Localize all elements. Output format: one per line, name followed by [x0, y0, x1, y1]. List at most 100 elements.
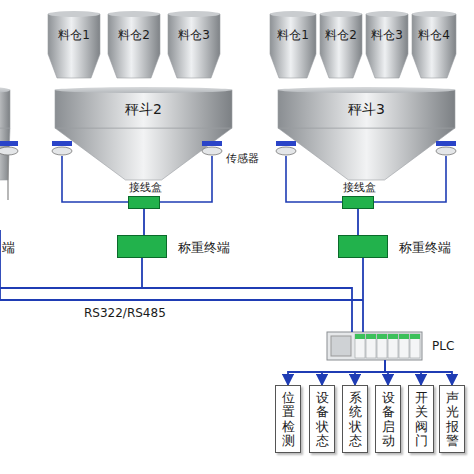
- node-label: 接线盒: [110, 181, 180, 194]
- node-label: 料仓1: [277, 27, 309, 44]
- silo-box: 料仓2: [320, 22, 362, 48]
- node-label: 秤斗3: [348, 101, 385, 119]
- signal-arrow: [385, 360, 452, 385]
- label-holder: 端: [2, 239, 15, 257]
- bus-label: RS322/RS485: [84, 306, 166, 320]
- silo-body: [270, 14, 316, 78]
- silo-top: [366, 11, 408, 17]
- hopper-box: 秤斗3: [278, 92, 455, 128]
- silo-box: 料仓3: [168, 22, 220, 48]
- node-label: 料仓3: [371, 27, 403, 44]
- plc-module: [388, 334, 398, 358]
- weighing-terminal: 称重终端: [338, 235, 388, 258]
- sensor-leg: [7, 156, 8, 200]
- node-label: 料仓2: [325, 27, 357, 44]
- signal-wire: [357, 209, 359, 235]
- silo-top: [108, 11, 160, 17]
- plc-module-led: [399, 334, 409, 339]
- output-box: 声光报警: [439, 385, 465, 453]
- silo-top: [270, 11, 316, 17]
- junction-box: 接线盒: [128, 196, 160, 209]
- bus-line: [0, 230, 1, 300]
- signal-wire: [142, 258, 352, 332]
- silo-body: [366, 14, 408, 78]
- plc-cpu: [331, 336, 351, 356]
- signal-arrow: [288, 360, 385, 385]
- plc-module: [410, 334, 420, 358]
- plc-module-led: [366, 334, 376, 339]
- plc-unit: PLC: [327, 332, 422, 360]
- signal-wire: [362, 258, 364, 332]
- silo-shapes: [48, 11, 456, 78]
- node-label: 料仓4: [418, 27, 450, 44]
- hopper-rim: [0, 87, 10, 93]
- hopper-cone: [278, 128, 455, 180]
- node-label: 秤斗2: [125, 101, 162, 119]
- sensor-wire: [374, 156, 446, 202]
- load-sensor-pad: [436, 141, 456, 146]
- silo-top: [412, 11, 456, 17]
- silo-box: 料仓3: [366, 22, 408, 48]
- load-sensor: [436, 147, 456, 155]
- silo-body: [320, 14, 362, 78]
- sensor-wire: [62, 156, 128, 202]
- output-box: 设备状态: [309, 385, 335, 453]
- plc-module-led: [410, 334, 420, 339]
- load-sensor: [202, 147, 222, 155]
- hopper-body: [0, 90, 10, 128]
- silo-body: [48, 14, 100, 78]
- plc-module: [366, 334, 376, 358]
- silo-box: 料仓1: [270, 22, 316, 48]
- hopper-cone: [55, 128, 232, 180]
- output-label: 声光报警: [446, 391, 459, 448]
- signal-arrow: [355, 360, 385, 385]
- output-label: 设备状态: [316, 391, 329, 448]
- hopper-box: 秤斗2: [55, 92, 232, 128]
- load-sensor: [0, 147, 18, 155]
- plc-module: [355, 334, 365, 358]
- silo-top: [320, 11, 362, 17]
- node-label: 料仓1: [58, 27, 90, 44]
- node-label: 接线盒: [324, 181, 394, 194]
- silo-body: [168, 14, 220, 78]
- load-sensor-pad: [202, 141, 222, 146]
- silo-box: 料仓4: [412, 22, 456, 48]
- plc-module: [399, 334, 409, 358]
- node-label: 料仓3: [178, 27, 210, 44]
- output-label: 设备启动: [382, 391, 395, 448]
- silo-body: [412, 14, 456, 78]
- sensor-wire: [286, 156, 342, 202]
- part-label: 端: [2, 239, 15, 257]
- load-sensor-pad: [276, 141, 296, 146]
- output-box: 系统状态: [342, 385, 368, 453]
- bus-line: [0, 287, 145, 289]
- silo-top: [168, 11, 220, 17]
- sensor-wiring: [0, 141, 456, 202]
- silo-box: 料仓1: [48, 22, 100, 48]
- silo-body: [108, 14, 160, 78]
- plc-module: [377, 334, 387, 358]
- hopper-body: [55, 90, 232, 128]
- output-box: 设备启动: [375, 385, 401, 453]
- plc-module-led: [377, 334, 387, 339]
- hopper-body: [278, 90, 455, 128]
- hopper-rim: [278, 87, 455, 93]
- bus-line: [0, 299, 363, 301]
- signal-wire: [143, 209, 145, 235]
- bus-lines: [0, 230, 363, 300]
- label-holder: RS322/RS485: [84, 306, 166, 320]
- label-holder: 传感器: [226, 151, 259, 166]
- load-sensor: [276, 147, 296, 155]
- output-label: 位置检测: [282, 391, 295, 448]
- plc-module-led: [388, 334, 398, 339]
- output-label: 开关阀门: [415, 391, 428, 448]
- hopper-shapes: [0, 87, 455, 180]
- sensor-wire: [160, 156, 212, 202]
- silo-box: 料仓2: [108, 22, 160, 48]
- plc-module-led: [355, 334, 365, 339]
- part-label: 传感器: [226, 151, 259, 166]
- load-sensor-pad: [52, 141, 72, 146]
